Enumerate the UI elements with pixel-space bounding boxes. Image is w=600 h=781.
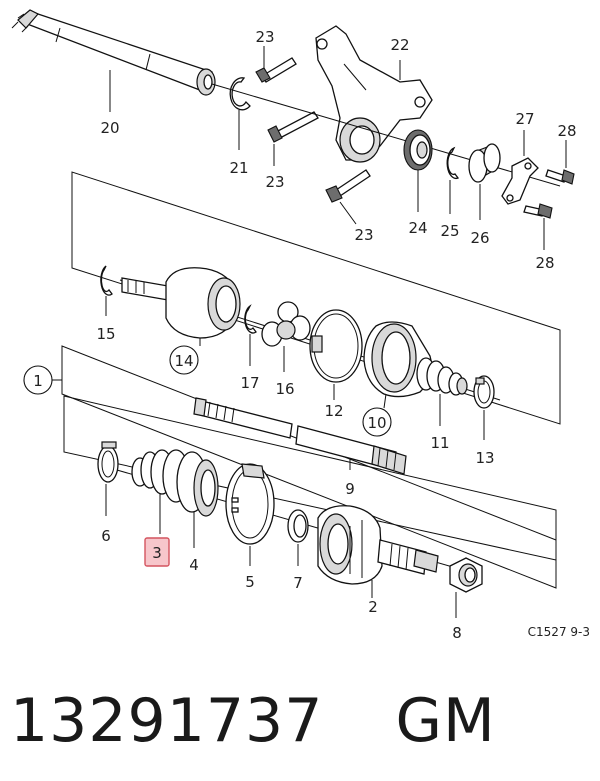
callout-23-top: 23 [255, 28, 274, 46]
shaft-frame-1 [61, 345, 557, 589]
callout-circle-14 [169, 345, 199, 375]
clamp-13 [473, 375, 495, 440]
callout-5: 5 [245, 573, 255, 591]
callout-9: 9 [345, 480, 355, 498]
bolt-23-lower [325, 169, 371, 225]
nut-8 [449, 557, 483, 618]
callout-24: 24 [408, 219, 427, 237]
callout-1: 1 [33, 372, 43, 390]
clamp-12 [309, 309, 363, 400]
outer-cv-joint-2 [317, 505, 439, 598]
bearing-bracket-22 [315, 25, 433, 163]
callout-25: 25 [440, 222, 459, 240]
callout-11: 11 [430, 434, 449, 452]
clamp-6 [97, 441, 119, 516]
boot-10 [363, 321, 433, 409]
callout-17: 17 [240, 374, 259, 392]
callout-2: 2 [368, 598, 378, 616]
callout-23-lower: 23 [354, 226, 373, 244]
callout-6: 6 [101, 527, 111, 545]
callout-10: 10 [367, 414, 386, 432]
sleeve-26 [468, 143, 501, 220]
driveshaft-9 [193, 397, 407, 475]
bolt-28-lower [523, 203, 553, 250]
circlip-15 [100, 265, 113, 316]
circlip-17 [244, 304, 257, 366]
callout-15: 15 [96, 325, 115, 343]
callout-20: 20 [100, 119, 119, 137]
tripod-16 [261, 301, 311, 372]
callout-16: 16 [275, 380, 294, 398]
drawing-code: C1527 9-3 [528, 625, 590, 639]
circlip-7 [287, 509, 309, 566]
callout-22: 22 [390, 36, 409, 54]
intermediate-shaft [11, 9, 216, 112]
brand-name: GM [395, 686, 496, 756]
bolt-28-upper [545, 140, 575, 185]
callout-28-upper: 28 [557, 122, 576, 140]
callout-12: 12 [324, 402, 343, 420]
joint-housing-14 [121, 267, 241, 346]
callout-3: 3 [152, 544, 162, 562]
exploded-driveshaft-diagram: 20 21 23 23 23 22 [11, 9, 590, 642]
callout-circle-10 [362, 407, 392, 437]
callout-3-highlight [144, 537, 170, 567]
circlip-21 [229, 77, 251, 150]
callout-14: 14 [174, 352, 193, 370]
callout-13: 13 [475, 449, 494, 467]
bearing-24 [403, 129, 433, 212]
bolt-23-top [255, 46, 297, 83]
callout-8: 8 [452, 624, 462, 642]
assembly-axis-top [211, 83, 561, 187]
callout-28-lower: 28 [535, 254, 554, 272]
circlip-25 [446, 146, 460, 214]
callout-26: 26 [470, 229, 489, 247]
part-number: 13291737 [10, 686, 324, 756]
boot-4 [131, 449, 219, 548]
outer-joint-frame [63, 395, 557, 561]
callout-23-middle: 23 [265, 173, 284, 191]
callout-7: 7 [293, 574, 303, 592]
callout-27: 27 [515, 110, 534, 128]
shield-27 [501, 130, 539, 205]
part-footer: 13291737 GM [10, 676, 590, 766]
callout-4: 4 [189, 556, 199, 574]
clamp-5 [225, 463, 275, 566]
callout-21: 21 [229, 159, 248, 177]
inner-joint-frame [71, 171, 561, 425]
bolt-23-middle [267, 111, 319, 166]
bellows-11 [416, 357, 468, 426]
